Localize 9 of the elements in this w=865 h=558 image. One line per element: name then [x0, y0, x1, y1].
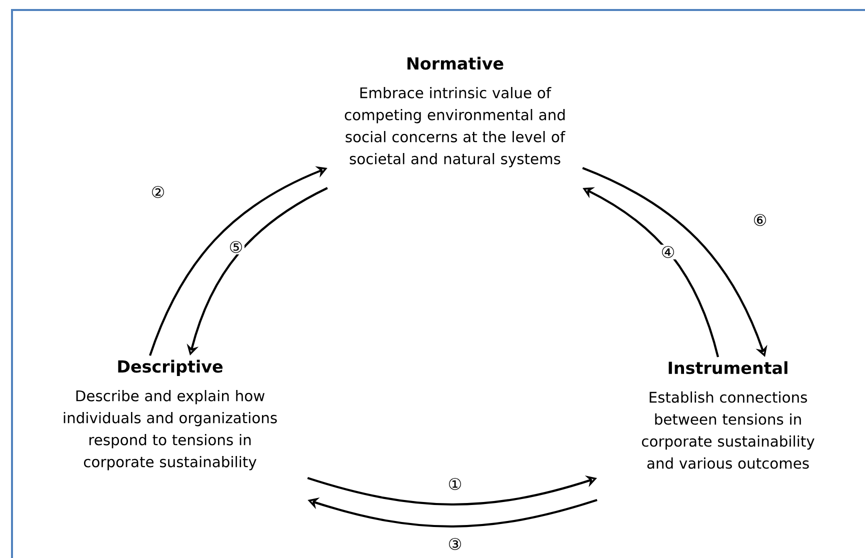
edge-label: ③	[449, 538, 461, 550]
concept-text: Descriptive Describe and explain how individuals and organizations respond to tensions in corporate sustainability	[64, 360, 277, 470]
edge-label: ①	[449, 478, 461, 490]
edge-label: ⑥	[754, 214, 766, 226]
edge-label: ②	[152, 186, 164, 198]
edge-label: ⑤	[230, 241, 242, 253]
concept-text: Instrumental Establish connections between tensions in corporate sustainability and various outcomes	[642, 361, 814, 469]
concept-text: Normative Embrace intrinsic value of competing environmental and social concerns at the level of societal and natural systems	[344, 56, 566, 168]
edge-label: ④	[662, 246, 674, 258]
